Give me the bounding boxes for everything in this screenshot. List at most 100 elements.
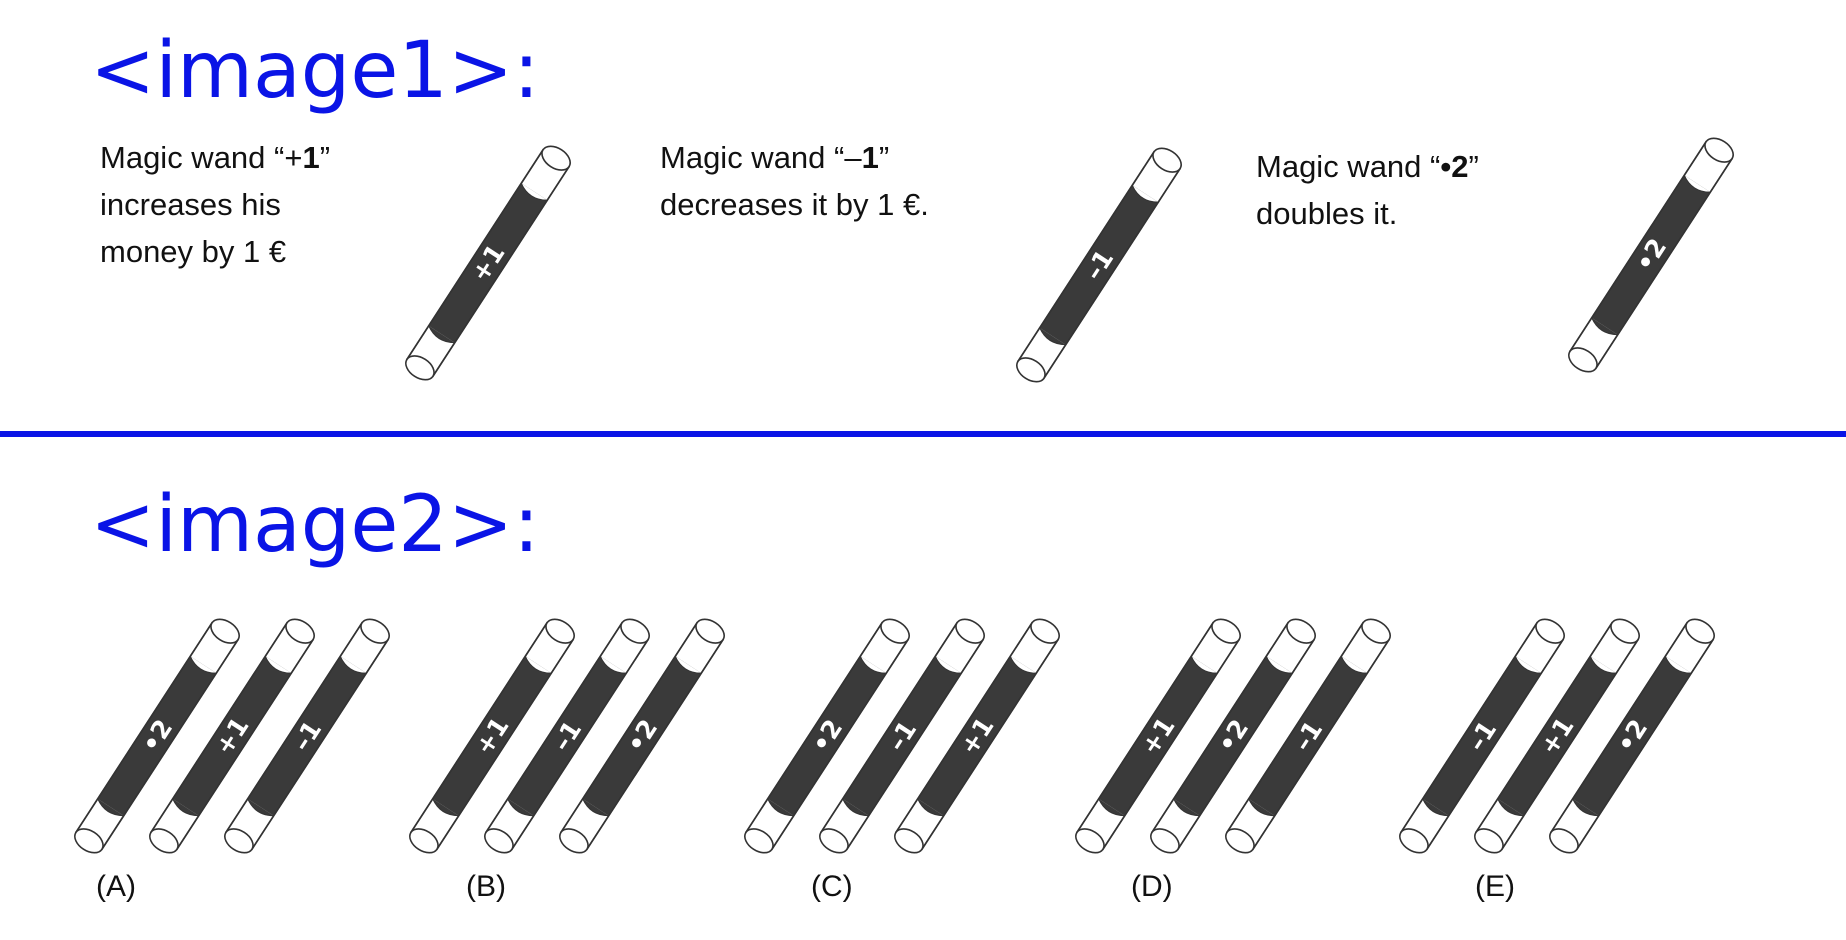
wand-band-edge [674,656,702,674]
option-d-wand-2: •2 [1150,618,1316,854]
wand-edge [1102,639,1240,850]
wand-edge [1017,151,1155,362]
wand-edge [771,639,909,850]
wand-top-cap [541,145,571,171]
wand-band-edge [189,656,217,674]
wand-band-edge [599,656,627,674]
wand-plus1-description: Magic wand “+1” increases his money by 1… [100,134,330,275]
wand-top-cap [1704,137,1734,163]
wand-top-cap [1610,618,1640,644]
wand-edge [1569,141,1707,352]
wand-bottom-cap [1075,828,1105,854]
wand-edge [150,622,288,833]
wand-times2-description: Magic wand “•2” doubles it. [1256,143,1479,237]
legend-wand-3: •2 [1568,137,1734,373]
wand-top-cap [545,618,575,644]
wand-band-edge [520,183,548,201]
wand-bottom-cap [1399,828,1429,854]
wand-band [1497,656,1617,816]
wand-bottom-cap [1568,347,1598,373]
wand-bottom-cap [74,828,104,854]
wand-band [507,656,627,816]
image1-heading: <image1>: [90,26,540,116]
wand-bottom-cap [149,828,179,854]
wand-band [1039,185,1159,345]
desc-line: Magic wand “+1” [100,140,331,175]
wand-bottom-cap [1225,828,1255,854]
wand-edge [485,622,623,833]
wand-top-cap [1361,618,1391,644]
wand-band [1248,656,1368,816]
option-label-e: (E) [1475,870,1515,903]
wand-band [1173,656,1293,816]
wand-edge [101,639,239,850]
wand-top-cap [1286,618,1316,644]
wand-edge [745,622,883,833]
wand-bottom-cap [1474,828,1504,854]
wand-edge [1226,622,1364,833]
wand-band-edge [934,656,962,674]
wand-bottom-cap [405,355,435,381]
wand-bottom-cap [409,828,439,854]
option-label-c: (C) [811,870,853,903]
wand-band [172,656,292,816]
wand-bottom-cap [819,828,849,854]
wand-edge [1426,639,1564,850]
option-b-wand-3: •2 [559,618,725,854]
wand-band [917,656,1037,816]
option-label-b: (B) [466,870,506,903]
wand-edge [1550,622,1688,833]
wand-edge [1475,622,1613,833]
option-d-wand-1: +1 [1075,618,1241,854]
desc-line: Magic wand “–1” [660,140,890,175]
option-c-wand-1: •2 [744,618,910,854]
wand-edge [251,639,389,850]
wand-bottom-cap [559,828,589,854]
wand-bottom-cap [1016,357,1046,383]
option-label-d: (D) [1131,870,1173,903]
wand-band [432,656,552,816]
desc-line: increases his [100,187,281,222]
wand-edge [1576,639,1714,850]
option-c-wand-2: –1 [819,618,985,854]
wand-edge [846,639,984,850]
option-c-wand-3: +1 [894,618,1060,854]
wand-band [767,656,887,816]
wand-edge [1151,622,1289,833]
wand-bottom-cap [1549,828,1579,854]
wand-band-edge [524,656,552,674]
wand-bottom-cap [224,828,254,854]
wand-edge [176,639,314,850]
wand-band-edge [859,656,887,674]
wand-edge [560,622,698,833]
wand-band [582,656,702,816]
option-d-wand-3: –1 [1225,618,1391,854]
wand-edge [225,622,363,833]
wand-edge [432,166,570,377]
wand-edge [1501,639,1639,850]
wand-edge [1177,639,1315,850]
legend-wand-2: –1 [1016,147,1182,383]
desc-line: money by 1 € [100,234,287,269]
wand-edge [511,639,649,850]
wand-edge [75,622,213,833]
wand-top-cap [360,618,390,644]
wand-edge [1252,639,1390,850]
wand-top-cap [1211,618,1241,644]
wand-edge [895,622,1033,833]
wand-band [428,183,548,343]
wand-edge [1043,168,1181,379]
wand-bottom-cap [894,828,924,854]
wand-edge [1076,622,1214,833]
wand-band [1098,656,1218,816]
desc-line: Magic wand “•2” [1256,149,1479,184]
wand-edge [410,622,548,833]
wand-top-cap [955,618,985,644]
option-e-wand-1: –1 [1399,618,1565,854]
wand-edge [1400,622,1538,833]
section-divider [0,431,1846,437]
wand-top-cap [695,618,725,644]
wand-edge [921,639,1059,850]
wand-band [1572,656,1692,816]
